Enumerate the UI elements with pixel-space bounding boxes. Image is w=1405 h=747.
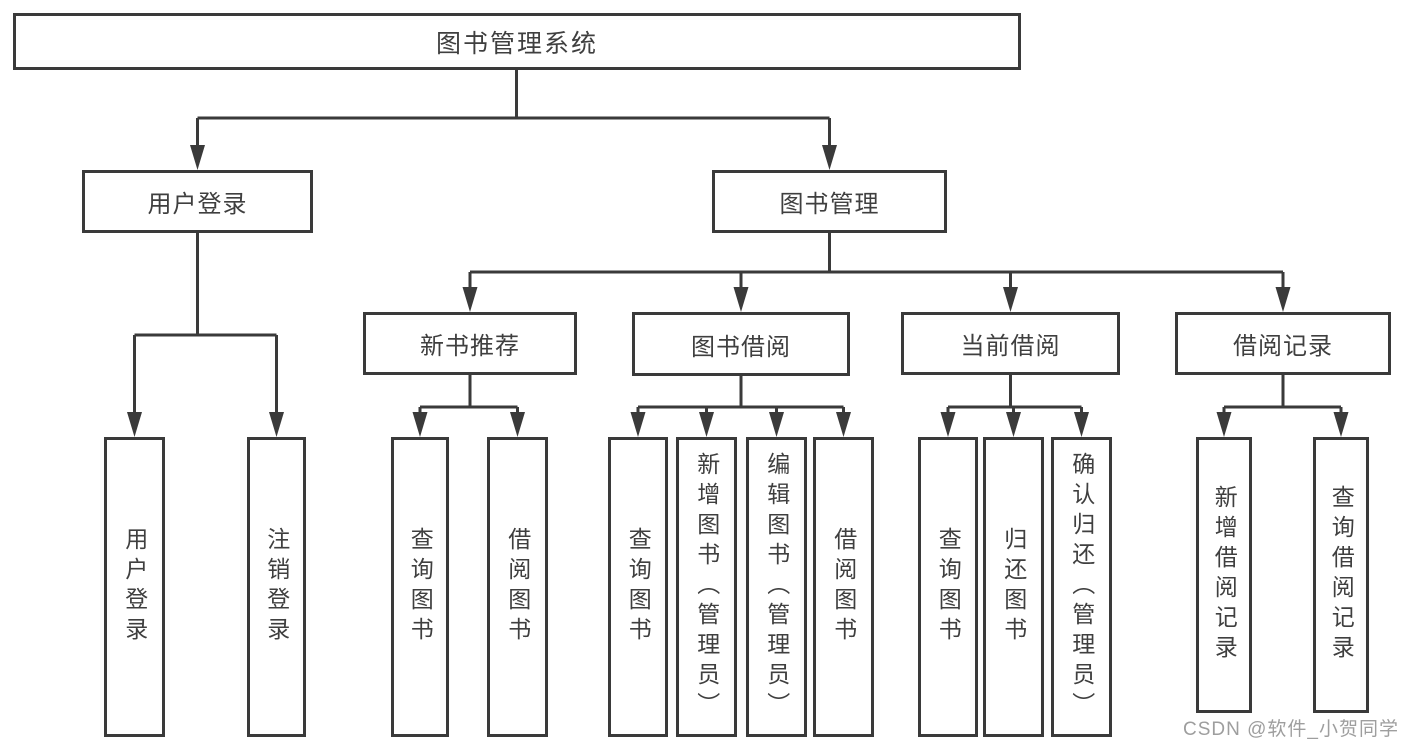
node-library-management-system: 图书管理系统 [13,13,1021,70]
leaf-user-login: 用户登录 [104,437,165,737]
arrow-down-icon [1275,287,1291,312]
arrow-down-icon [733,287,749,312]
arrow-down-icon [940,412,956,437]
leaf-label: 借阅图书 [830,527,857,647]
node-new-book-recommend: 新书推荐 [363,312,577,375]
leaf-query-borrow-record: 查询借阅记录 [1313,437,1369,713]
leaf-label: 注销登录 [263,527,290,647]
arrow-down-icon [190,145,205,170]
leaf-label: 新增借阅记录 [1211,485,1238,665]
leaf-edit-books-admin: 编辑图书（管理员） [746,437,807,737]
leaf-label: 编辑图书（管理员） [763,452,790,722]
leaf-label: 查询图书 [935,527,962,647]
leaf-logout: 注销登录 [247,437,306,737]
leaf-label: 查询借阅记录 [1328,485,1355,665]
node-current-borrowing: 当前借阅 [901,312,1120,375]
arrow-down-icon [699,412,714,437]
node-book-borrowing: 图书借阅 [632,312,850,376]
leaf-label: 确认归还（管理员） [1068,452,1095,722]
leaf-label: 查询图书 [625,527,652,647]
leaf-query-books-current: 查询图书 [918,437,978,737]
arrow-down-icon [127,412,142,437]
leaf-label: 归还图书 [1000,527,1027,647]
arrow-down-icon [1333,412,1349,437]
leaf-borrow-books: 借阅图书 [813,437,874,737]
leaf-label: 查询图书 [407,527,434,647]
arrow-down-icon [412,412,428,437]
node-book-management: 图书管理 [712,170,947,233]
watermark: CSDN @软件_小贺同学 [1183,719,1399,740]
leaf-add-books-admin: 新增图书（管理员） [676,437,737,737]
leaf-label: 借阅图书 [504,527,531,647]
leaf-query-books-recommend: 查询图书 [391,437,449,737]
arrow-down-icon [630,412,646,437]
leaf-label: 用户登录 [121,527,148,647]
arrow-down-icon [1003,287,1018,312]
arrow-down-icon [1074,412,1089,437]
arrow-down-icon [822,145,837,170]
arrow-down-icon [462,287,478,312]
arrow-down-icon [1006,412,1021,437]
node-borrowing-records: 借阅记录 [1175,312,1391,375]
leaf-borrow-books-recommend: 借阅图书 [487,437,548,737]
leaf-add-borrow-record: 新增借阅记录 [1196,437,1252,713]
arrow-down-icon [1216,412,1232,437]
leaf-return-books: 归还图书 [983,437,1044,737]
leaf-label: 新增图书（管理员） [693,452,720,722]
arrow-down-icon [836,412,851,437]
leaf-confirm-return-admin: 确认归还（管理员） [1051,437,1112,737]
arrow-down-icon [510,412,525,437]
node-user-login: 用户登录 [82,170,313,233]
arrow-down-icon [769,412,784,437]
leaf-query-books-borrow: 查询图书 [608,437,668,737]
arrow-down-icon [269,412,284,437]
